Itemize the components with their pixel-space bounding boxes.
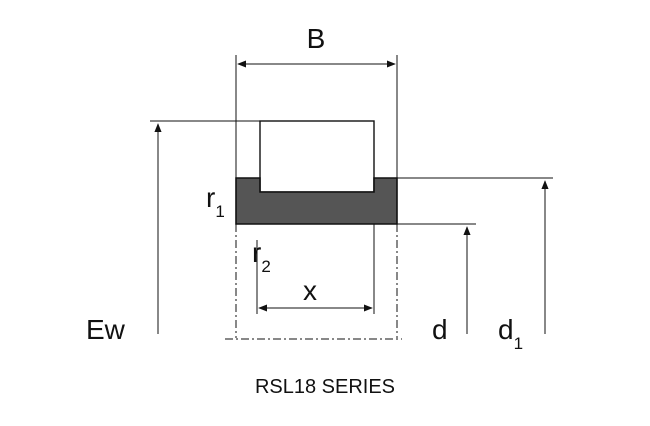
- label-d: d: [432, 314, 448, 345]
- label-B: B: [307, 23, 326, 54]
- label-r2: r2: [252, 237, 271, 276]
- label-Ew: Ew: [86, 314, 126, 345]
- label-x: x: [303, 275, 317, 306]
- label-r1: r1: [206, 182, 225, 221]
- roller: [259, 120, 375, 193]
- dimension-d: d: [397, 223, 476, 345]
- dimension-x: x: [256, 224, 375, 314]
- outer-ring: [235, 177, 398, 225]
- dimension-Ew: Ew: [86, 120, 260, 345]
- diagram-caption: RSL18 SERIES: [254, 376, 396, 398]
- dimension-d1: d1: [397, 177, 553, 353]
- dimension-B: B: [235, 23, 398, 178]
- label-d1: d1: [498, 314, 523, 353]
